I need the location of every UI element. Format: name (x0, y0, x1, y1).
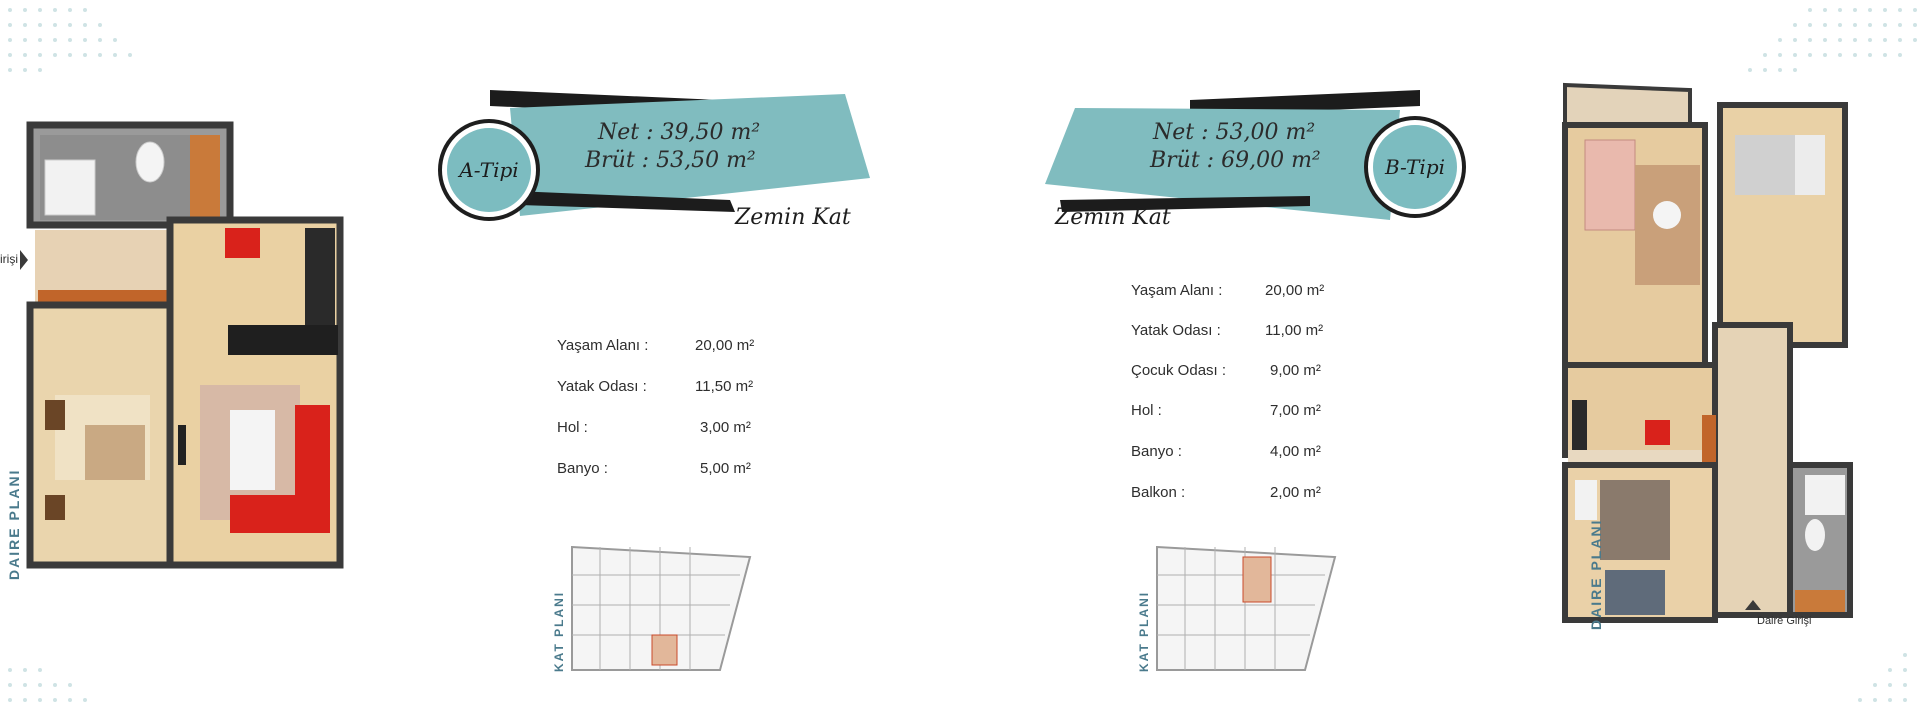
room-name: Yatak Odası : (557, 378, 647, 395)
room-name: Balkon : (1131, 484, 1186, 501)
room-area: 3,00 m² (700, 419, 751, 436)
room-area: 2,00 m² (1270, 484, 1321, 501)
room-area: 9,00 m² (1270, 362, 1321, 379)
room-area: 4,00 m² (1270, 443, 1321, 460)
room-area: 11,50 m² (695, 378, 754, 395)
floor-plan-b (1562, 82, 1853, 623)
plan-label-b: DAIRE PLANI (1588, 518, 1604, 630)
room-name: Hol : (1131, 402, 1162, 419)
room-area: 20,00 m² (695, 337, 755, 354)
decorative-dots-top-left (8, 8, 132, 72)
room-name: Yatak Odası : (1131, 322, 1221, 339)
room-name: Yaşam Alanı : (557, 337, 649, 354)
banner-b (1045, 90, 1420, 220)
floor-plan-a (20, 121, 344, 569)
gross-area-a: Brüt : 53,50 m² (585, 148, 756, 173)
site-plan-label-a: KAT PLANI (552, 590, 566, 672)
type-badge-a: A-Tipi (442, 123, 536, 217)
decorative-dots-bottom-right (1858, 653, 1907, 702)
floor-label-b: Zemin Kat (1055, 205, 1171, 230)
decorative-dots-top-right (1748, 8, 1917, 72)
floor-label-a: Zemin Kat (735, 205, 851, 230)
banner-a (490, 90, 870, 216)
plan-label-a: DAIRE PLANI (6, 468, 22, 580)
room-area: 5,00 m² (700, 460, 751, 477)
gross-area-b: Brüt : 69,00 m² (1150, 148, 1321, 173)
room-area: 7,00 m² (1270, 402, 1321, 419)
room-area: 20,00 m² (1265, 282, 1325, 299)
site-plan-a (571, 545, 752, 671)
net-area-b: Net : 53,00 m² (1153, 120, 1316, 145)
entrance-label-a: irişi (0, 252, 18, 266)
room-name: Yaşam Alanı : (1131, 282, 1223, 299)
room-name: Banyo : (557, 460, 608, 477)
room-name: Çocuk Odası : (1131, 362, 1227, 379)
site-plan-b (1156, 545, 1337, 671)
room-area: 11,00 m² (1265, 322, 1324, 339)
decorative-dots-bottom-left (8, 668, 87, 702)
room-name: Banyo : (1131, 443, 1182, 460)
type-badge-b: B-Tipi (1368, 120, 1462, 214)
entrance-label-b: Daire Girişi (1757, 615, 1812, 627)
room-name: Hol : (557, 419, 588, 436)
net-area-a: Net : 39,50 m² (598, 120, 761, 145)
site-plan-label-b: KAT PLANI (1137, 590, 1151, 672)
